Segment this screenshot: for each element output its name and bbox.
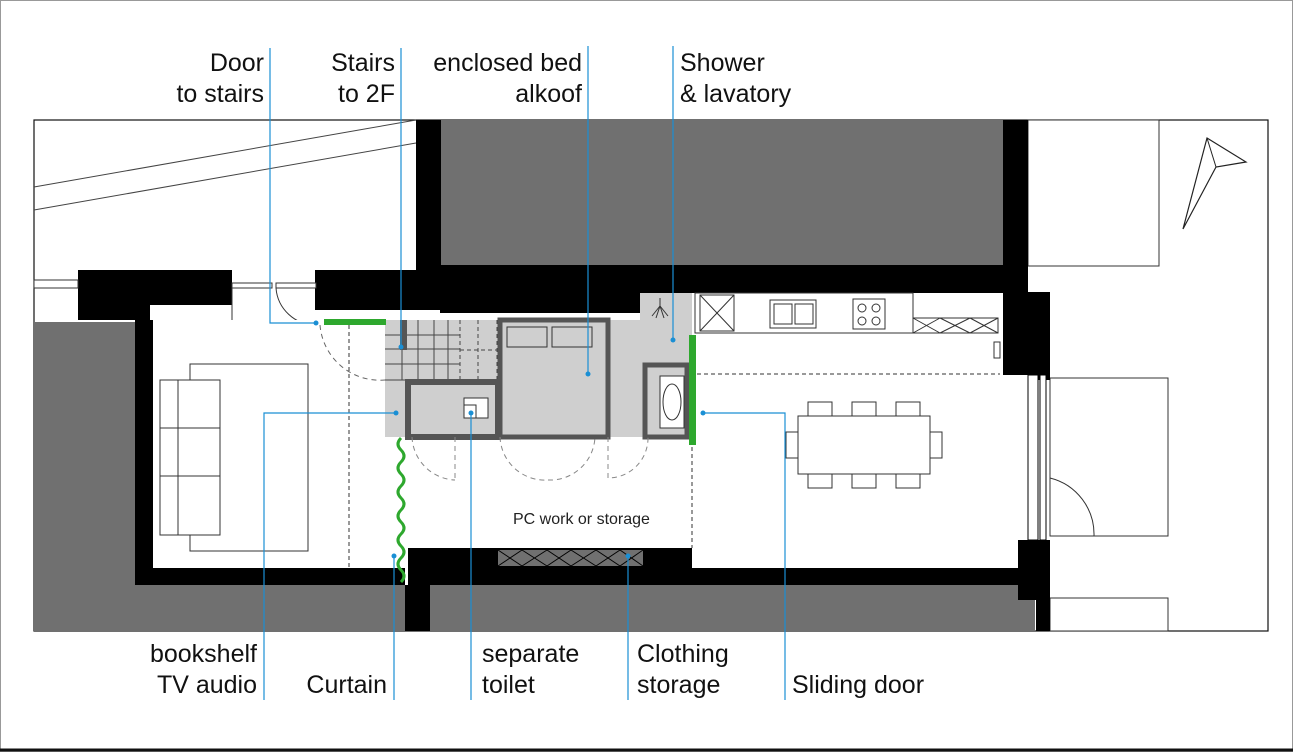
pc-area-label: PC work or storage: [513, 511, 650, 528]
door-swings: [411, 436, 649, 481]
label-line: to stairs: [176, 80, 264, 108]
label-line: to 2F: [338, 80, 395, 108]
shower-head-icon: [651, 298, 669, 319]
door-swing: [319, 324, 386, 381]
callout-dots: [313, 320, 706, 559]
label-line: & lavatory: [680, 80, 792, 108]
green-door-to-stairs: [324, 319, 386, 325]
toilet-room: [405, 379, 501, 440]
shower-room: [642, 298, 690, 440]
green-sliding-door: [689, 335, 696, 445]
clothing-storage: [408, 548, 692, 568]
door-swing: [1049, 477, 1095, 537]
neighbour-plot: [1049, 597, 1169, 632]
label-line: enclosed bed: [433, 49, 582, 77]
label-stairs-2f: Stairs to 2F: [331, 48, 395, 110]
neighbour-plot: [1027, 119, 1160, 267]
neighbour-building-bottom: [430, 585, 1035, 631]
kitchen-counter: [694, 292, 1001, 359]
label-curtain: Curtain: [306, 670, 387, 701]
dining-table: [785, 401, 943, 489]
neighbour-plot: [1049, 377, 1169, 537]
north-arrow-icon: [1182, 137, 1248, 230]
entry-step: [33, 279, 79, 289]
label-line: storage: [637, 671, 721, 699]
label-line: alkoof: [515, 80, 582, 108]
enclosed-bed: [497, 317, 611, 440]
label-line: Stairs: [331, 49, 395, 77]
label-toilet: separate toilet: [482, 639, 579, 701]
neighbour-building-top: [441, 120, 1003, 270]
curtain-icon: [396, 436, 406, 584]
label-line: bookshelf: [149, 640, 257, 668]
leader-lines: [263, 46, 786, 700]
label-line: Curtain: [306, 671, 387, 699]
sofa: [159, 363, 309, 552]
stair-wall: [400, 320, 407, 350]
label-line: separate: [482, 640, 580, 668]
label-line: Shower: [680, 49, 765, 77]
label-line: toilet: [482, 671, 535, 699]
label-line: TV audio: [156, 671, 257, 699]
neighbour-building-bottom-left: [135, 585, 405, 631]
neighbour-building-left: [34, 322, 135, 631]
label-line: Sliding door: [792, 671, 925, 699]
label-shower: Shower & lavatory: [680, 48, 791, 110]
label-line: Clothing: [637, 640, 729, 668]
label-sliding-door: Sliding door: [792, 670, 924, 701]
label-line: Door: [209, 49, 264, 77]
label-enclosed-bed: enclosed bed alkoof: [433, 48, 582, 110]
label-clothing: Clothing storage: [637, 639, 729, 701]
street-line: [33, 142, 417, 211]
label-bookshelf: bookshelf TV audio: [150, 639, 257, 701]
street-line: [33, 119, 417, 188]
label-door-to-stairs: Door to stairs: [176, 48, 264, 110]
walls: [78, 120, 1050, 631]
